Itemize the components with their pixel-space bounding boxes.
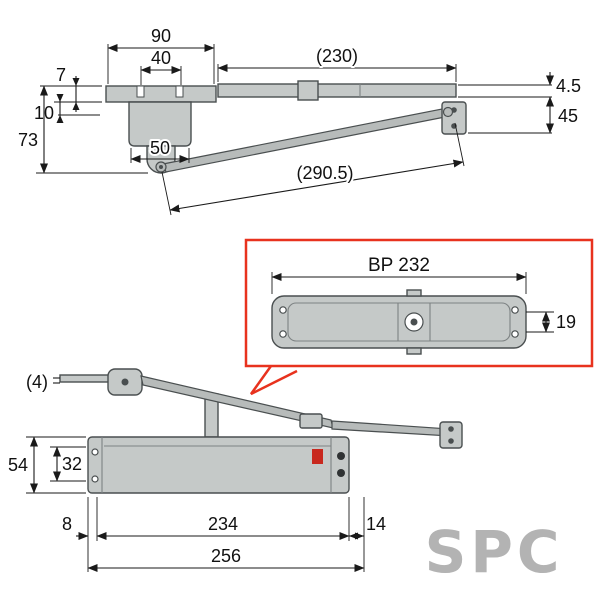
body-screw xyxy=(91,448,99,456)
dim-90: 90 xyxy=(107,24,215,84)
dim-4: (4) xyxy=(24,370,60,394)
dim-45-label: 45 xyxy=(558,106,578,126)
watermark: SPC xyxy=(425,518,564,586)
backplate-center-hole xyxy=(410,318,418,326)
arm-adjuster xyxy=(299,413,323,429)
dim-73: 73 xyxy=(16,85,148,174)
dim-7-label: 7 xyxy=(56,65,66,85)
dim-50-label: 50 xyxy=(150,138,170,158)
spindle-center xyxy=(159,165,163,169)
arm-flat-end xyxy=(59,374,113,383)
main-arm-bar xyxy=(217,83,457,98)
shoe-screw xyxy=(448,426,454,432)
dim-256: 256 xyxy=(87,544,365,572)
valve-dot xyxy=(337,469,345,477)
dim-32-label: 32 xyxy=(62,454,82,474)
dim-19: 19 xyxy=(526,310,578,334)
top-view: 90 40 7 10 73 xyxy=(16,24,583,216)
dim-8: 8 xyxy=(60,497,98,572)
closer-body-plan xyxy=(128,101,192,147)
dim-234-label: 234 xyxy=(208,514,238,534)
dim-54: 54 xyxy=(6,436,86,494)
backplate xyxy=(271,295,527,349)
backplate-tab-top xyxy=(406,289,422,297)
dim-234: 234 xyxy=(96,497,350,541)
dim-230: (230) xyxy=(217,44,457,82)
arm-shoe-plan xyxy=(441,101,467,135)
side-view: (4) 54 32 8 234 xyxy=(6,368,463,572)
plate-slot-left xyxy=(136,85,145,98)
brand-mark xyxy=(312,449,323,464)
backplate-inner xyxy=(287,302,511,342)
dim-54-label: 54 xyxy=(8,455,28,475)
dim-50: 50 xyxy=(130,136,190,163)
dim-19-label: 19 xyxy=(556,312,576,332)
dim-4-5-label: 4.5 xyxy=(556,76,581,96)
dim-230-label: (230) xyxy=(316,46,358,66)
dim-bp232: BP 232 xyxy=(271,253,527,294)
dim-14-label: 14 xyxy=(366,514,386,534)
backplate-hole xyxy=(511,306,519,314)
dim-290-5: (290.5) xyxy=(161,122,465,216)
dim-45: 45 xyxy=(468,96,580,134)
detail-view: BP 232 19 xyxy=(244,238,594,396)
dim-4-label: (4) xyxy=(26,372,48,392)
dim-40-label: 40 xyxy=(151,48,171,68)
dim-73-label: 73 xyxy=(18,130,38,150)
closer-body-side xyxy=(87,436,350,494)
arm-shoe-side xyxy=(439,421,463,449)
detail-callout-box xyxy=(244,238,594,368)
dim-8-label: 8 xyxy=(62,514,72,534)
dim-bp232-label: BP 232 xyxy=(368,255,430,276)
elbow-pivot xyxy=(442,106,454,118)
arm-clamp xyxy=(297,80,319,101)
forearm-side xyxy=(331,420,451,437)
backplate-hole xyxy=(511,330,519,338)
dim-290-5-label: (290.5) xyxy=(296,163,353,183)
backplate-hole xyxy=(279,330,287,338)
knuckle-pivot xyxy=(121,378,129,386)
backplate-hole xyxy=(279,306,287,314)
body-screw xyxy=(91,475,99,483)
dim-32: 32 xyxy=(50,446,86,482)
callout-pointer xyxy=(249,365,298,396)
backplate-tab-bottom xyxy=(406,347,422,355)
dim-40: 40 xyxy=(140,46,182,85)
dim-4-5: 4.5 xyxy=(458,72,583,98)
dim-7: 7 xyxy=(40,63,102,112)
dim-14: 14 xyxy=(349,497,388,572)
plate-slot-right xyxy=(175,85,184,98)
dim-90-label: 90 xyxy=(151,26,171,46)
mounting-plate xyxy=(105,85,217,103)
valve-dot xyxy=(337,452,345,460)
dim-256-label: 256 xyxy=(211,546,241,566)
shoe-screw xyxy=(448,438,454,444)
